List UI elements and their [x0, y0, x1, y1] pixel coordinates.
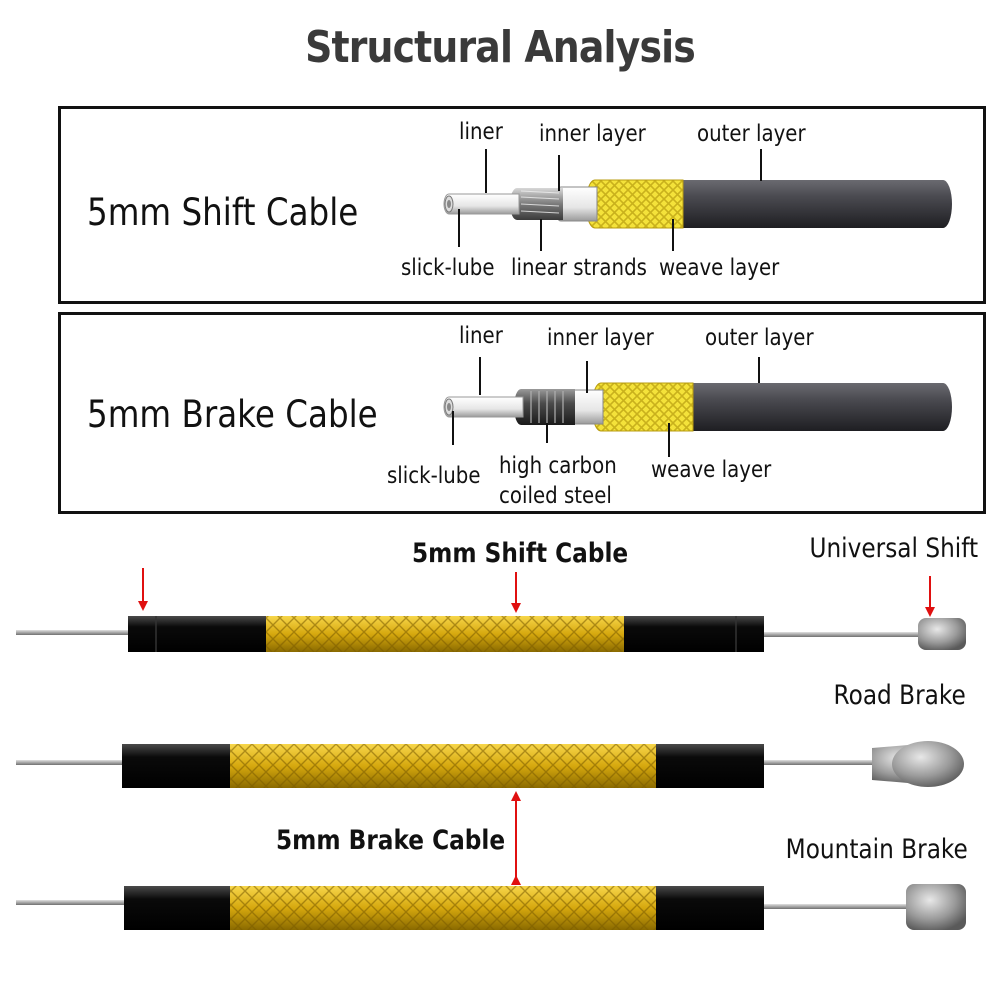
end-cap [624, 616, 764, 652]
end-cap [656, 886, 764, 930]
inner-wire [764, 632, 924, 637]
universal-shift-label: Universal Shift [809, 533, 978, 564]
inner-wire [764, 760, 880, 765]
inner-layer-label: inner layer [547, 325, 654, 351]
mountain-brake-end-barrel [906, 884, 966, 930]
end-cap [122, 744, 232, 788]
mountain-brake-label: Mountain Brake [785, 834, 968, 865]
page-title: Structural Analysis [305, 22, 696, 73]
end-cap [656, 744, 764, 788]
road-brake-cable-product [16, 741, 964, 788]
slick-lube-label: slick-lube [387, 463, 481, 489]
liner-tube [443, 396, 524, 418]
shift-cable-end-nipple [918, 618, 966, 650]
shift-panel-title: 5mm Shift Cable [87, 191, 359, 234]
inner-wire [764, 904, 910, 909]
shift-cable-product [16, 616, 966, 652]
outer-layer-jacket [691, 383, 952, 431]
cable-product-view [16, 568, 966, 930]
outer-layer-label: outer layer [697, 121, 806, 147]
end-cap [128, 616, 268, 652]
brake-cable-product-label: 5mm Brake Cable [276, 825, 506, 856]
brake-panel-title: 5mm Brake Cable [87, 393, 378, 436]
inner-wire [16, 760, 126, 765]
inner-wire [16, 900, 128, 905]
inner-wire [16, 630, 136, 635]
weave-layer-label: weave layer [651, 457, 772, 483]
weave-layer-label: weave layer [659, 255, 780, 281]
liner-tube [443, 193, 520, 215]
linear-strands-band [510, 188, 563, 220]
shift-cable-structure-panel: 5mm Shift Cable [58, 106, 986, 304]
brake-cable-cross-section [443, 357, 952, 457]
outer-layer-jacket [681, 180, 952, 228]
high-carbon-label: high carbon [499, 453, 617, 479]
brake-cable-structure-panel: 5mm Brake Cable [58, 312, 986, 514]
shift-cable-product-label: 5mm Shift Cable [412, 538, 629, 569]
weave-layer-band [591, 382, 694, 432]
weave-layer-band [585, 179, 684, 229]
mountain-brake-cable-product [16, 884, 966, 930]
liner-label: liner [459, 119, 503, 145]
inner-layer-label: inner layer [539, 121, 646, 147]
shift-cable-cross-section [443, 149, 952, 251]
liner-label: liner [459, 323, 503, 349]
coiled-steel-label: coiled steel [499, 483, 612, 509]
coiled-steel-band [514, 389, 575, 425]
linear-strands-label: linear strands [511, 255, 647, 281]
end-cap [124, 886, 232, 930]
outer-layer-label: outer layer [705, 325, 814, 351]
slick-lube-label: slick-lube [401, 255, 495, 281]
road-brake-label: Road Brake [833, 680, 966, 711]
